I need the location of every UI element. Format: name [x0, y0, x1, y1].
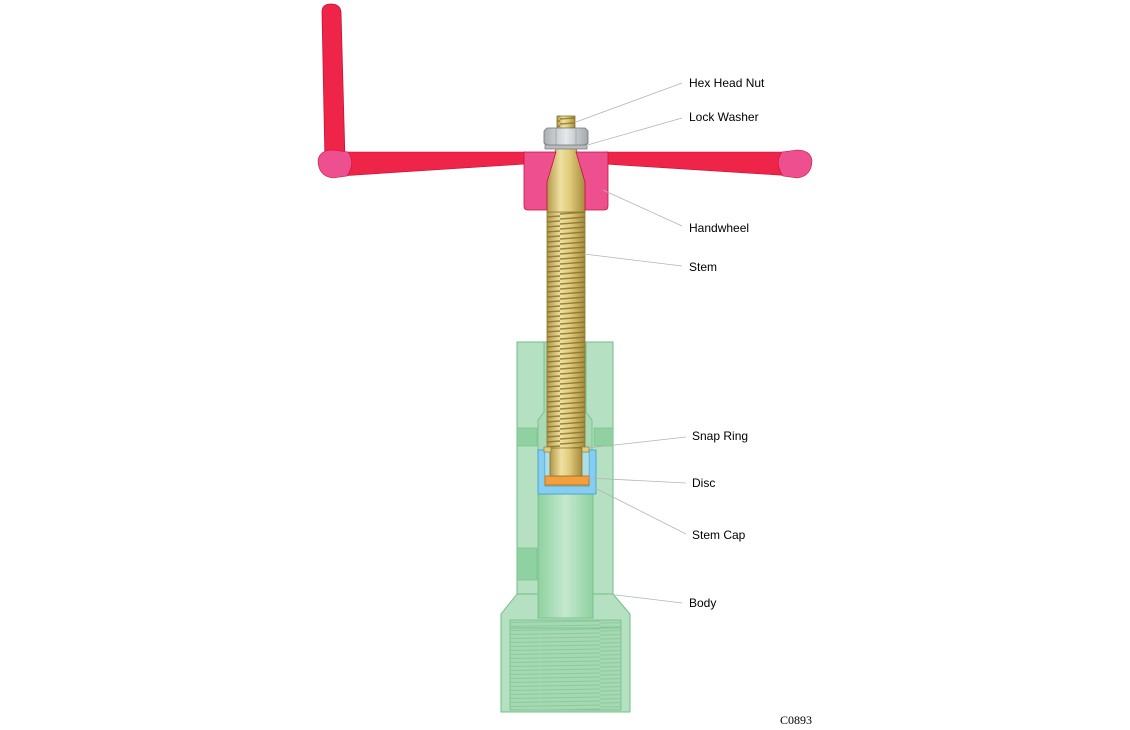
label-body: Body — [689, 596, 716, 610]
label-hex-head-nut: Hex Head Nut — [689, 76, 765, 90]
label-disc: Disc — [692, 476, 715, 490]
stem — [546, 115, 586, 477]
leader-stem — [583, 253, 683, 267]
leader-handwheel — [602, 189, 683, 227]
leader-disc — [587, 477, 687, 484]
label-stem: Stem — [689, 260, 717, 274]
label-stem-cap: Stem Cap — [692, 528, 746, 542]
label-lock-washer: Lock Washer — [689, 110, 759, 124]
label-handwheel: Handwheel — [689, 221, 749, 235]
valve-body — [500, 341, 631, 713]
leader-snap-ring — [587, 436, 687, 449]
leader-lock-washer — [583, 117, 683, 147]
figure-id: C0893 — [780, 713, 812, 727]
snap-ring — [543, 446, 590, 453]
leader-body — [607, 593, 683, 604]
hex-head-nut — [543, 127, 589, 146]
leader-stem-cap — [594, 487, 687, 535]
handwheel — [317, 3, 813, 211]
disc — [544, 475, 590, 486]
label-snap-ring: Snap Ring — [692, 429, 748, 443]
leader-hex-head-nut — [575, 82, 683, 123]
